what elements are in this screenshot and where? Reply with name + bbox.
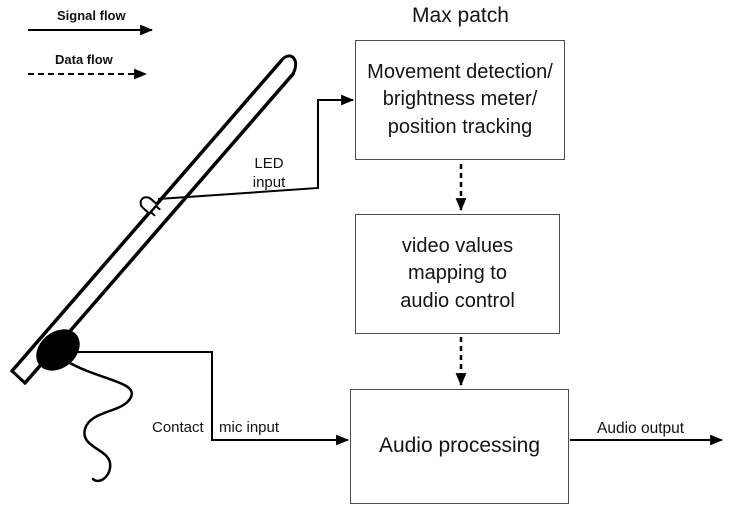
- led-input-label-line2: input: [252, 173, 286, 191]
- bow-tip: [279, 54, 298, 76]
- video-mapping-box: video values mapping to audio control: [355, 214, 560, 334]
- led-input-label: LED input: [238, 155, 300, 193]
- mapping-box-line: audio control: [400, 289, 515, 312]
- mapping-box-line: video values: [401, 234, 514, 257]
- mic-input-label: mic input: [219, 419, 280, 436]
- audio-box-line: Audio processing: [378, 434, 541, 458]
- led-input-connector: [157, 94, 355, 200]
- movement-box-line: Movement detection/: [367, 60, 553, 83]
- movement-detection-box: Movement detection/ brightness meter/ po…: [355, 40, 565, 160]
- contact-label: Contact: [152, 419, 204, 436]
- contact-mic-connector: [74, 351, 350, 446]
- contact-mic-blob: [36, 329, 80, 371]
- mapping-box-line: mapping to: [408, 262, 507, 285]
- mic-cable-squiggle: [66, 360, 134, 483]
- page-title: Max patch: [412, 4, 509, 27]
- audio-output-label: Audio output: [597, 420, 685, 437]
- bow-illustration: [10, 54, 298, 483]
- audio-processing-box: Audio processing: [350, 389, 569, 504]
- led-input-label-line1: LED: [254, 155, 284, 172]
- movement-box-line: position tracking: [387, 115, 533, 138]
- led-icon: [139, 196, 161, 217]
- bow-butt-end: [10, 369, 27, 385]
- legend-signal-flow-label: Signal flow: [57, 8, 126, 23]
- movement-box-line: brightness meter/: [382, 88, 538, 111]
- legend-data-flow-label: Data flow: [55, 52, 113, 67]
